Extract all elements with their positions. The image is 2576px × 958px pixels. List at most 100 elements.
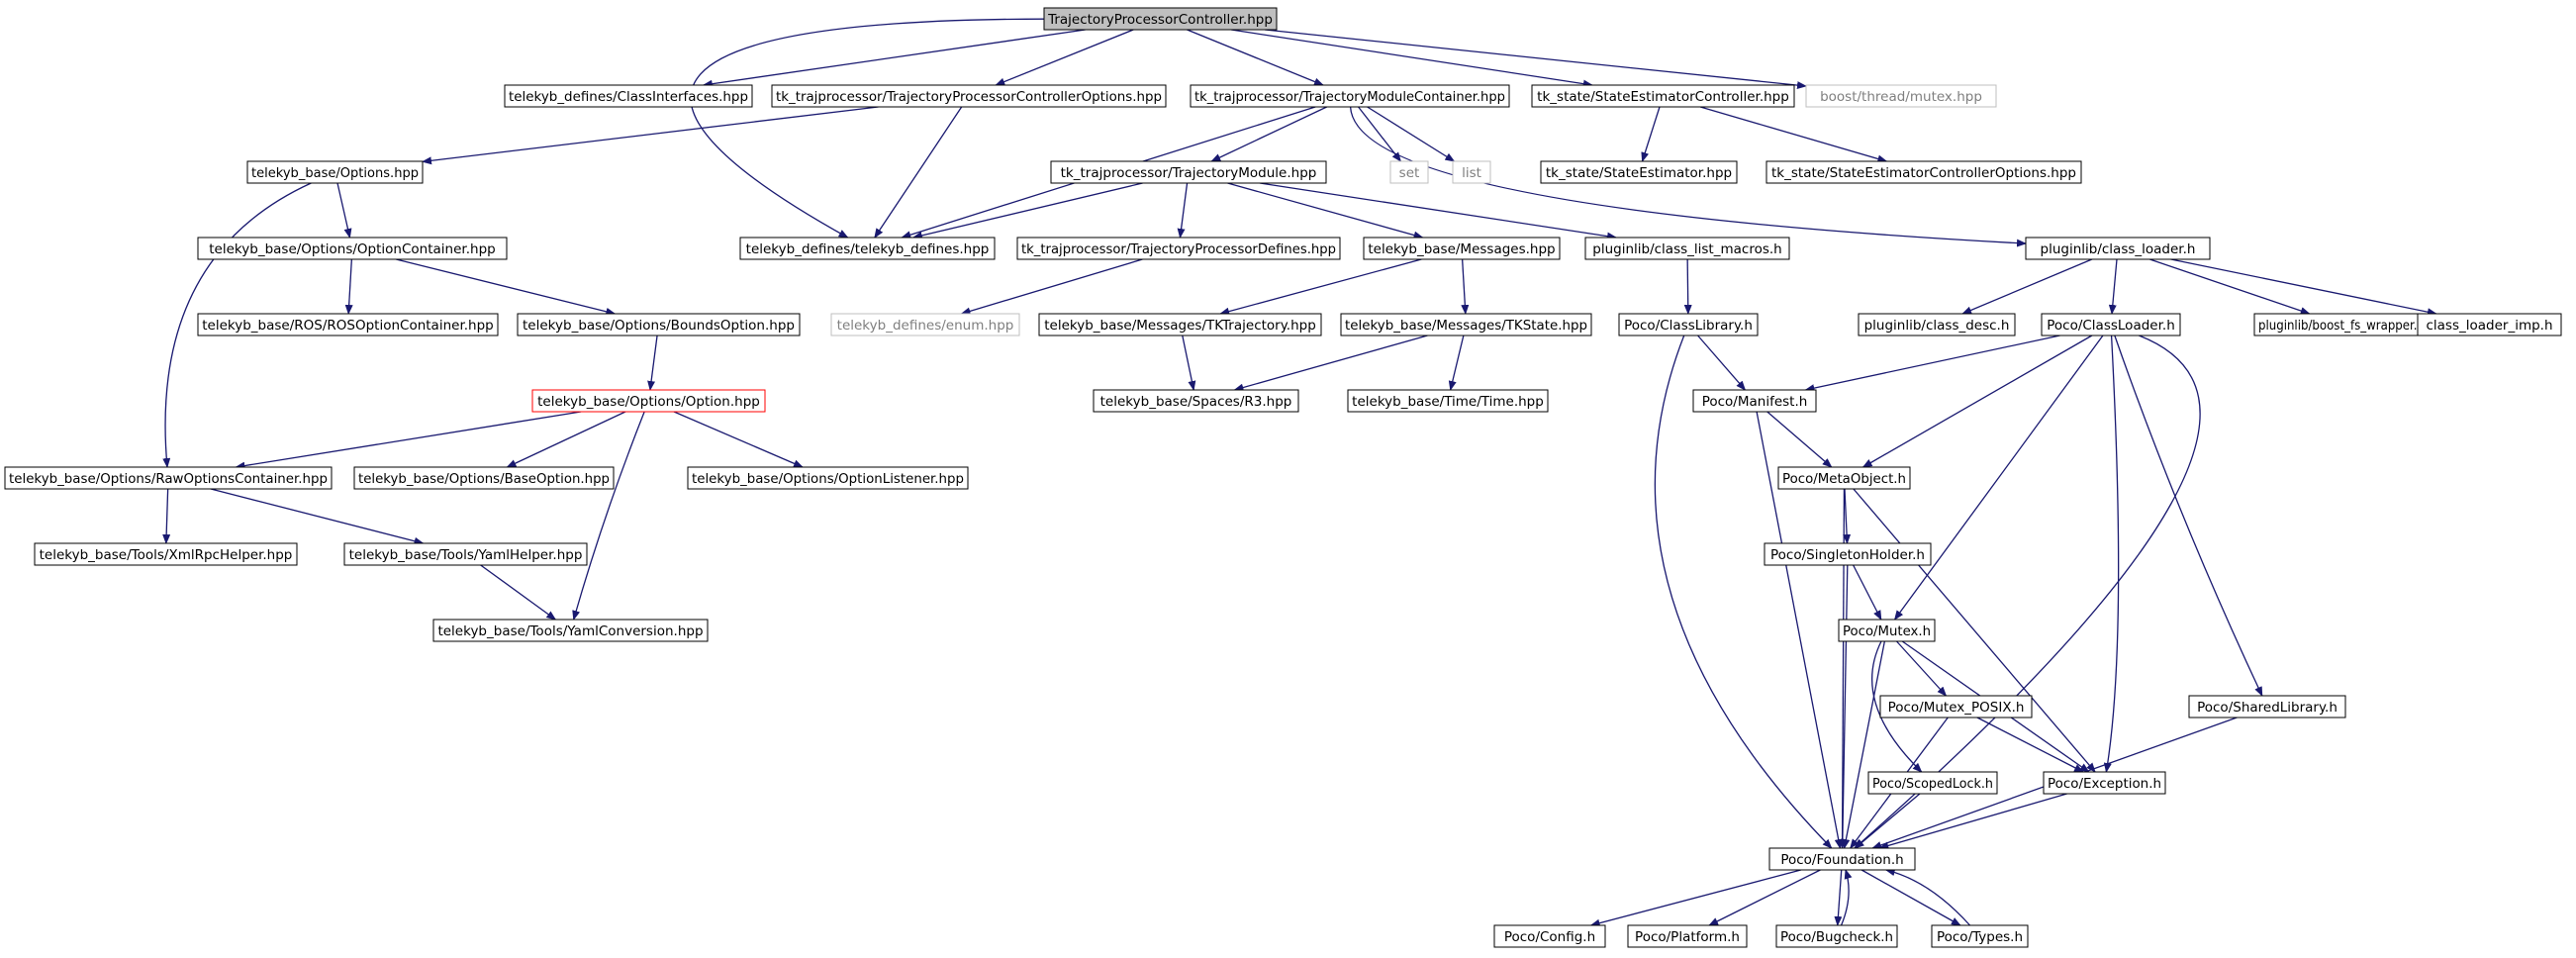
node-cdesc[interactable]: pluginlib/class_desc.h — [1858, 313, 2016, 336]
node-boundsopt[interactable]: telekyb_base/Options/BoundsOption.hpp — [517, 313, 801, 336]
node-time[interactable]: telekyb_base/Time/Time.hpp — [1347, 389, 1549, 413]
node-foundation[interactable]: Poco/Foundation.h — [1768, 847, 1916, 871]
node-box — [432, 619, 709, 642]
node-r3[interactable]: telekyb_base/Spaces/R3.hpp — [1093, 389, 1299, 413]
node-tkstate[interactable]: telekyb_base/Messages/TKState.hpp — [1340, 313, 1592, 336]
edge-tm-to-tpdefines — [1177, 182, 1189, 239]
node-sec[interactable]: tk_state/StateEstimatorController.hpp — [1531, 84, 1795, 108]
node-box — [1879, 695, 2033, 718]
node-config[interactable]: Poco/Config.h — [1493, 924, 1606, 948]
node-box — [1347, 389, 1549, 413]
node-tpdefines[interactable]: tk_trajprocessor/TrajectoryProcessorDefi… — [1016, 237, 1341, 260]
edge-clmacros-to-classlib — [1683, 258, 1692, 315]
node-box — [1363, 237, 1561, 260]
node-label: telekyb_base/Messages/TKTrajectory.hpp — [1044, 318, 1316, 334]
node-box — [1775, 924, 1898, 948]
node-singleton[interactable]: Poco/SingletonHolder.h — [1764, 542, 1932, 566]
node-options[interactable]: telekyb_base/Options.hpp — [246, 160, 424, 184]
node-yamlconv[interactable]: telekyb_base/Tools/YamlConversion.hpp — [432, 619, 709, 642]
node-sharedlib[interactable]: Poco/SharedLibrary.h — [2188, 695, 2346, 718]
node-box — [504, 84, 753, 108]
node-box — [1050, 160, 1327, 184]
edge-sec-to-secopts — [1699, 106, 1888, 163]
node-label: Poco/Mutex.h — [1843, 623, 1931, 639]
node-tpcopts[interactable]: tk_trajprocessor/TrajectoryProcessorCont… — [771, 84, 1167, 108]
node-types[interactable]: Poco/Types.h — [1931, 924, 2029, 948]
edge-option-to-yamlconv — [572, 411, 645, 621]
edge-foundation-to-types — [1860, 869, 1961, 926]
node-list[interactable]: list — [1452, 160, 1491, 184]
node-option[interactable]: telekyb_base/Options/Option.hpp — [531, 389, 766, 413]
node-classinterfaces[interactable]: telekyb_defines/ClassInterfaces.hpp — [504, 84, 753, 108]
edge-rawoc-to-xmlrpc — [162, 488, 171, 544]
node-label: tk_state/StateEstimatorController.hpp — [1537, 89, 1789, 105]
node-label: telekyb_base/Tools/XmlRpcHelper.hpp — [40, 547, 293, 563]
node-messages[interactable]: telekyb_base/Messages.hpp — [1363, 237, 1561, 260]
node-pmutex[interactable]: Poco/Mutex.h — [1838, 619, 1936, 642]
node-label: tk_state/StateEstimator.hpp — [1546, 165, 1732, 181]
edge-options-to-rawoc — [162, 182, 312, 468]
node-secopts[interactable]: tk_state/StateEstimatorControllerOptions… — [1765, 160, 2082, 184]
edge-tpcopts-to-options — [422, 106, 879, 165]
node-se[interactable]: tk_state/StateEstimator.hpp — [1540, 160, 1738, 184]
node-yamlhelper[interactable]: telekyb_base/Tools/YamlHelper.hpp — [343, 542, 588, 566]
edge-singleton-to-foundation — [1838, 564, 1849, 849]
node-bfs[interactable]: pluginlib/boost_fs_wrapper.h — [2253, 313, 2430, 336]
node-box — [1931, 924, 2029, 948]
node-mutexhpp[interactable]: boost/thread/mutex.hpp — [1805, 84, 1997, 108]
node-classlib[interactable]: Poco/ClassLibrary.h — [1618, 313, 1759, 336]
node-enum[interactable]: telekyb_defines/enum.hpp — [830, 313, 1020, 336]
edge-messages-to-tkstate — [1461, 258, 1470, 315]
node-set[interactable]: set — [1389, 160, 1429, 184]
edge-tmc-to-tm — [1210, 106, 1327, 162]
edge-tm-to-messages — [1227, 182, 1424, 240]
node-tmc[interactable]: tk_trajprocessor/TrajectoryModuleContain… — [1190, 84, 1510, 108]
node-pococl[interactable]: Poco/ClassLoader.h — [2041, 313, 2181, 336]
edge-yamlhelper-to-yamlconv — [480, 564, 557, 621]
node-mutexposix[interactable]: Poco/Mutex_POSIX.h — [1879, 695, 2033, 718]
node-label: telekyb_base/ROS/ROSOptionContainer.hpp — [202, 318, 494, 334]
edge-pococl-to-manifest — [1804, 335, 2060, 393]
node-optcontainer[interactable]: telekyb_base/Options/OptionContainer.hpp — [197, 237, 508, 260]
node-exception[interactable]: Poco/Exception.h — [2043, 771, 2166, 795]
node-metaobj[interactable]: Poco/MetaObject.h — [1777, 466, 1911, 490]
node-scopedlock[interactable]: Poco/ScopedLock.h — [1867, 771, 1998, 795]
node-box — [197, 313, 499, 336]
node-rosoc[interactable]: telekyb_base/ROS/ROSOptionContainer.hpp — [197, 313, 499, 336]
node-box — [1093, 389, 1299, 413]
edge-classloader-to-climp — [2170, 258, 2437, 317]
node-tktraj[interactable]: telekyb_base/Messages/TKTrajectory.hpp — [1038, 313, 1322, 336]
node-box — [2043, 771, 2166, 795]
node-bugcheck[interactable]: Poco/Bugcheck.h — [1775, 924, 1898, 948]
node-tm[interactable]: tk_trajprocessor/TrajectoryModule.hpp — [1050, 160, 1327, 184]
edge-option-to-rawoc — [235, 411, 582, 470]
node-label: telekyb_base/Options/BoundsOption.hpp — [523, 318, 795, 334]
node-label: class_loader_imp.h — [2426, 318, 2552, 334]
node-box — [1764, 542, 1932, 566]
node-label: telekyb_base/Messages.hpp — [1368, 241, 1555, 257]
node-xmlrpc[interactable]: telekyb_base/Tools/XmlRpcHelper.hpp — [34, 542, 298, 566]
node-box — [1584, 237, 1790, 260]
node-label: telekyb_base/Time/Time.hpp — [1352, 394, 1544, 410]
node-rawoc[interactable]: telekyb_base/Options/RawOptionsContainer… — [4, 466, 333, 490]
node-classloader[interactable]: pluginlib/class_loader.h — [2025, 237, 2211, 260]
node-root[interactable]: TrajectoryProcessorController.hpp — [1043, 7, 1278, 31]
node-baseopt[interactable]: telekyb_base/Options/BaseOption.hpp — [353, 466, 615, 490]
node-manifest[interactable]: Poco/Manifest.h — [1692, 389, 1817, 413]
node-optlistener[interactable]: telekyb_base/Options/OptionListener.hpp — [687, 466, 969, 490]
node-climp[interactable]: class_loader_imp.h — [2417, 313, 2562, 336]
node-clmacros[interactable]: pluginlib/class_list_macros.h — [1584, 237, 1790, 260]
node-label: Poco/Types.h — [1937, 929, 2023, 945]
node-box — [517, 313, 801, 336]
node-box — [687, 466, 969, 490]
node-box — [531, 389, 766, 413]
node-tkdefines[interactable]: telekyb_defines/telekyb_defines.hpp — [739, 237, 996, 260]
edge-foundation-to-bugcheck — [1834, 869, 1843, 926]
edge-option-to-baseopt — [506, 411, 626, 468]
node-label: telekyb_base/Tools/YamlConversion.hpp — [437, 623, 703, 639]
edge-exception-to-foundation — [1878, 793, 2067, 850]
node-box — [1038, 313, 1322, 336]
node-label: Poco/SingletonHolder.h — [1770, 547, 1925, 563]
edge-tpdefines-to-enum — [960, 258, 1143, 316]
node-platform[interactable]: Poco/Platform.h — [1627, 924, 1748, 948]
